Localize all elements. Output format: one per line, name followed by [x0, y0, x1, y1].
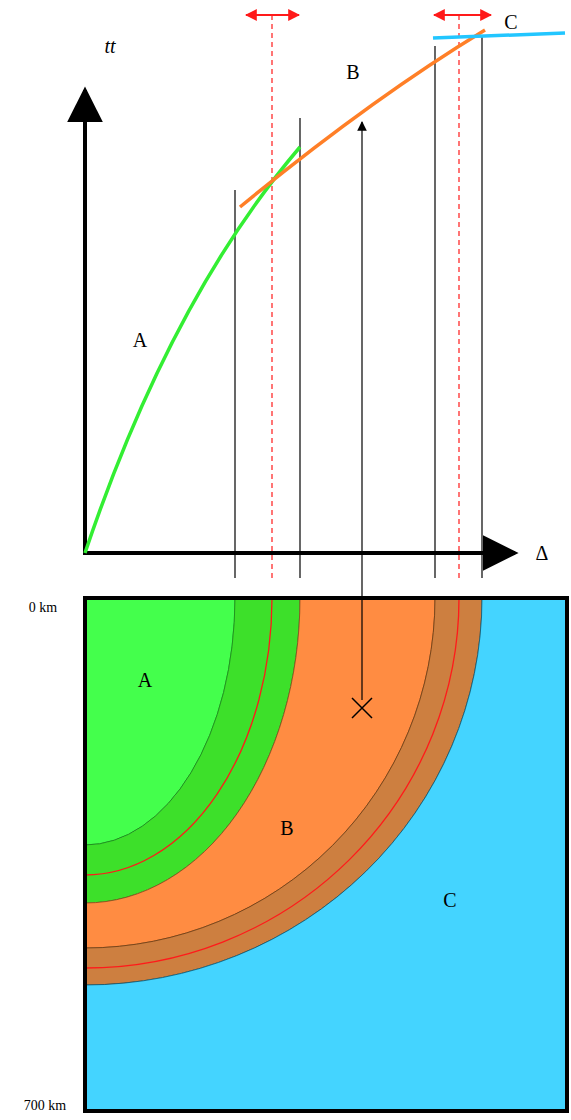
source-mark — [352, 698, 372, 718]
boundary-line — [299, 118, 300, 578]
crossover-line — [271, 15, 272, 578]
depth-label: 0 km — [29, 601, 57, 615]
projection-arrow — [361, 122, 362, 700]
region-label: C — [443, 890, 456, 910]
range-arrow — [434, 14, 491, 16]
boundary-line — [481, 36, 482, 578]
travel-time-curve — [433, 33, 565, 38]
curve-label: A — [131, 329, 149, 351]
boundary-line — [434, 46, 435, 578]
axis-label: tt — [104, 36, 115, 56]
range-arrow — [246, 14, 299, 16]
time-axis — [83, 90, 87, 555]
curve-label: B — [344, 61, 361, 83]
boundary-line — [234, 190, 235, 578]
region-fill — [85, 598, 567, 1111]
region-label: A — [138, 670, 152, 690]
distance-axis — [83, 551, 515, 555]
region-label: B — [280, 818, 293, 838]
region-shape — [85, 598, 567, 1111]
travel-time-curve — [85, 147, 300, 553]
axis-label: Δ — [536, 543, 549, 563]
depth-label: 700 km — [24, 1099, 66, 1113]
crossover-line — [458, 15, 459, 578]
section-frame — [85, 598, 567, 1111]
curve-label: C — [502, 11, 519, 33]
layer-region: C — [85, 598, 567, 1111]
